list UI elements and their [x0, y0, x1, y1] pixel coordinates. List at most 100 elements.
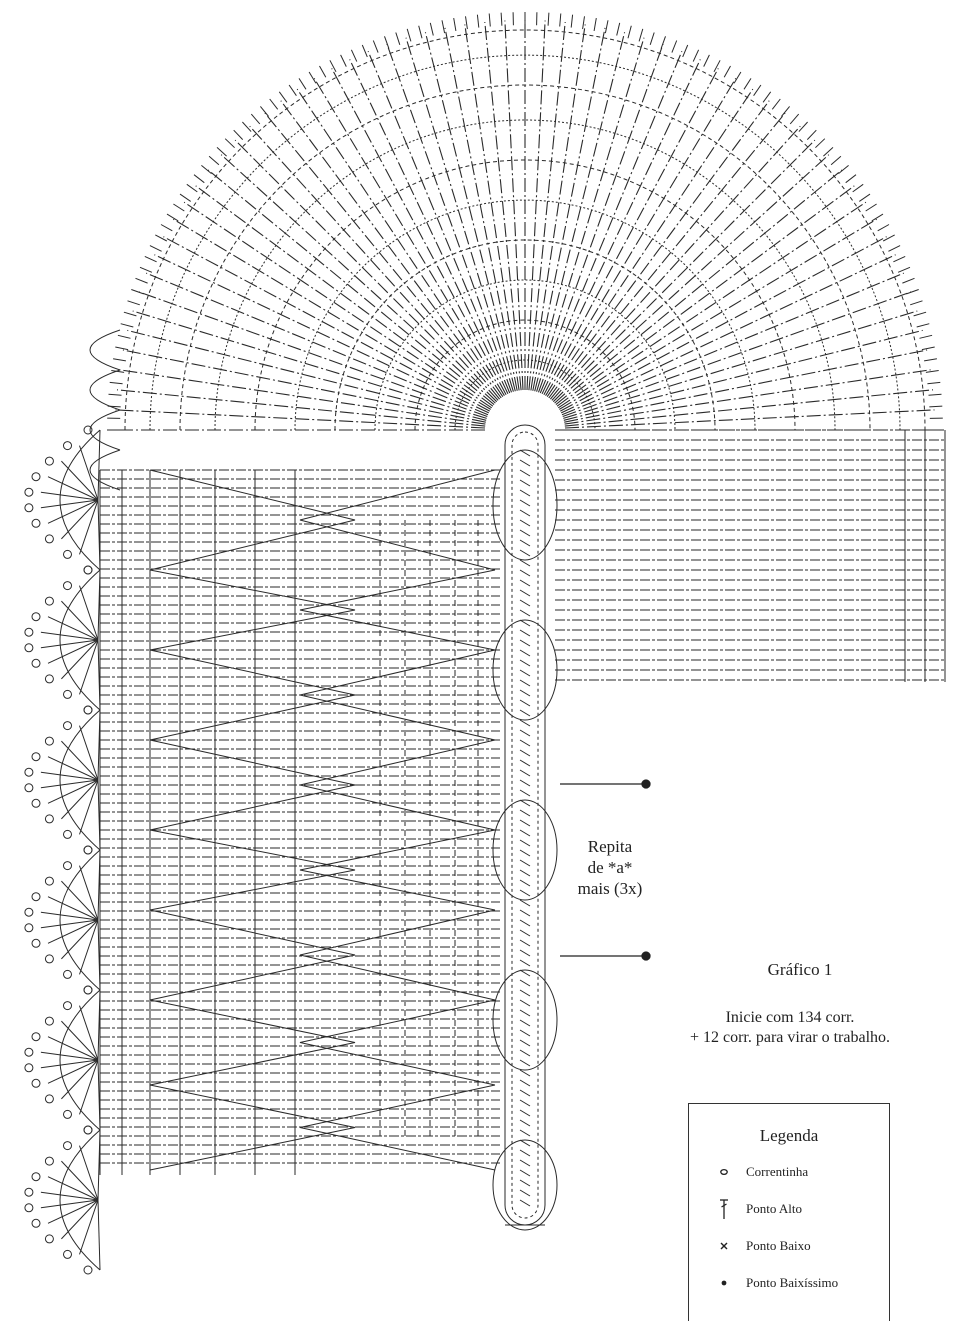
- spine-cross-stitch: [520, 860, 530, 866]
- edge-stitch-tick: [442, 20, 445, 33]
- start-instruction-line: Inicie com 134 corr.: [640, 1008, 940, 1028]
- picot-loop: [32, 519, 40, 527]
- legend-title: Legenda: [689, 1126, 889, 1146]
- picot-loop: [64, 1110, 72, 1118]
- spine-cross-stitch: [520, 690, 530, 696]
- fan-stitch-line: [559, 219, 876, 409]
- edge-stitch-tick: [781, 106, 789, 116]
- edge-stitch-tick: [454, 18, 456, 31]
- picot-loop: [45, 535, 53, 543]
- spine-cross-stitch: [520, 520, 530, 526]
- spine-cross-stitch: [520, 580, 530, 586]
- spine-cross-stitch: [520, 680, 530, 686]
- fan-stitch-line: [146, 273, 488, 415]
- fan-stitch-line: [560, 237, 886, 411]
- spine-cross-stitch: [520, 1170, 530, 1176]
- edge-stitch-tick: [639, 29, 643, 42]
- spine-cross-stitch: [520, 1070, 530, 1076]
- foundation-chain-spine: [493, 425, 557, 1230]
- spine-cross-stitch: [520, 770, 530, 776]
- legend-item-ponto-baixo: Ponto Baixo: [689, 1236, 889, 1273]
- picot-loop: [84, 986, 92, 994]
- edge-stitch-tick: [150, 246, 162, 252]
- edge-stitch-tick: [920, 335, 933, 338]
- fan-stitch-line: [565, 370, 931, 424]
- spine-cross-stitch: [520, 490, 530, 496]
- fan-stitch-line: [314, 78, 504, 395]
- spine-cross-stitch: [520, 950, 530, 956]
- spine-cross-stitch: [520, 780, 530, 786]
- fan-stitch-line: [531, 24, 585, 390]
- round-row-arc: [455, 360, 595, 430]
- scallop-spoke: [80, 1146, 99, 1200]
- chevron-row: [300, 830, 495, 910]
- picot-loop: [32, 659, 40, 667]
- scallop-arc: [60, 990, 100, 1130]
- spine-cross-stitch: [520, 1140, 530, 1146]
- picot-loop: [64, 550, 72, 558]
- small-scallop-arc: [90, 330, 120, 370]
- picot-loop: [25, 1188, 33, 1196]
- picot-loop: [45, 1095, 53, 1103]
- picot-loop: [64, 970, 72, 978]
- picot-loop: [64, 862, 72, 870]
- legend-item-label: Ponto Baixíssimo: [746, 1275, 838, 1291]
- fan-stitch-line: [555, 155, 829, 403]
- picot-loop: [64, 690, 72, 698]
- picot-loop: [45, 457, 53, 465]
- edge-stitch-tick: [914, 312, 927, 316]
- spine-cross-stitch: [520, 990, 530, 996]
- edge-stitch-tick: [341, 55, 347, 67]
- repeat-instruction-line: mais (3x): [560, 878, 660, 899]
- spine-cross-stitch: [520, 670, 530, 676]
- spine-cross-stitch: [520, 1030, 530, 1036]
- edge-stitch-tick: [194, 175, 204, 183]
- picot-loop: [32, 1219, 40, 1227]
- edge-stitch-tick: [548, 13, 549, 26]
- chain-stitch-icon: [717, 1162, 731, 1182]
- edge-stitch-tick: [201, 165, 211, 173]
- edge-stitch-tick: [225, 139, 234, 148]
- picot-loop: [64, 582, 72, 590]
- scallop-spoke: [61, 601, 98, 640]
- spine-cross-stitch: [520, 800, 530, 806]
- repeat-instruction-line: Repita: [560, 836, 660, 857]
- single-crochet-icon: [717, 1236, 731, 1256]
- spine-cross-stitch: [520, 550, 530, 556]
- spine-cross-stitch: [520, 1050, 530, 1056]
- spine-cross-stitch: [520, 880, 530, 886]
- fan-stitch-line: [535, 32, 625, 391]
- spine-cross-stitch: [520, 1130, 530, 1136]
- edge-stitch-tick: [110, 382, 123, 383]
- legend-item-label: Ponto Alto: [746, 1201, 802, 1217]
- edge-stitch-tick: [396, 33, 400, 45]
- spine-cross-stitch: [520, 1160, 530, 1166]
- scallop-spoke: [61, 881, 98, 920]
- spine-cross-stitch: [520, 980, 530, 986]
- picot-loop: [25, 504, 33, 512]
- picot-loop: [25, 908, 33, 916]
- chevron-row: [300, 570, 495, 650]
- fan-stitch-line: [184, 202, 492, 408]
- spine-cross-stitch: [520, 740, 530, 746]
- fan-stitch-line: [116, 410, 486, 428]
- fan-stitch-line: [485, 22, 521, 390]
- edge-stitch-tick: [594, 18, 596, 31]
- picot-loop: [32, 1033, 40, 1041]
- spine-cross-stitch: [520, 610, 530, 616]
- spine-cross-stitch: [520, 870, 530, 876]
- scallop-spoke: [98, 1200, 100, 1270]
- spine-cross-stitch: [520, 510, 530, 516]
- edge-stitch-tick: [320, 66, 326, 77]
- scallop-spoke: [80, 920, 99, 974]
- edge-stitch-tick: [754, 85, 761, 96]
- spine-cross-stitch: [520, 590, 530, 596]
- legend-item-label: Correntinha: [746, 1164, 808, 1180]
- spine-cross-stitch: [520, 1100, 530, 1106]
- edge-stitch-tick: [362, 45, 367, 57]
- spine-cross-stitch: [520, 720, 530, 726]
- picot-loop: [25, 924, 33, 932]
- fan-stitch-line: [465, 24, 519, 390]
- edge-stitch-tick: [910, 301, 922, 305]
- edge-stitch-tick: [888, 246, 900, 252]
